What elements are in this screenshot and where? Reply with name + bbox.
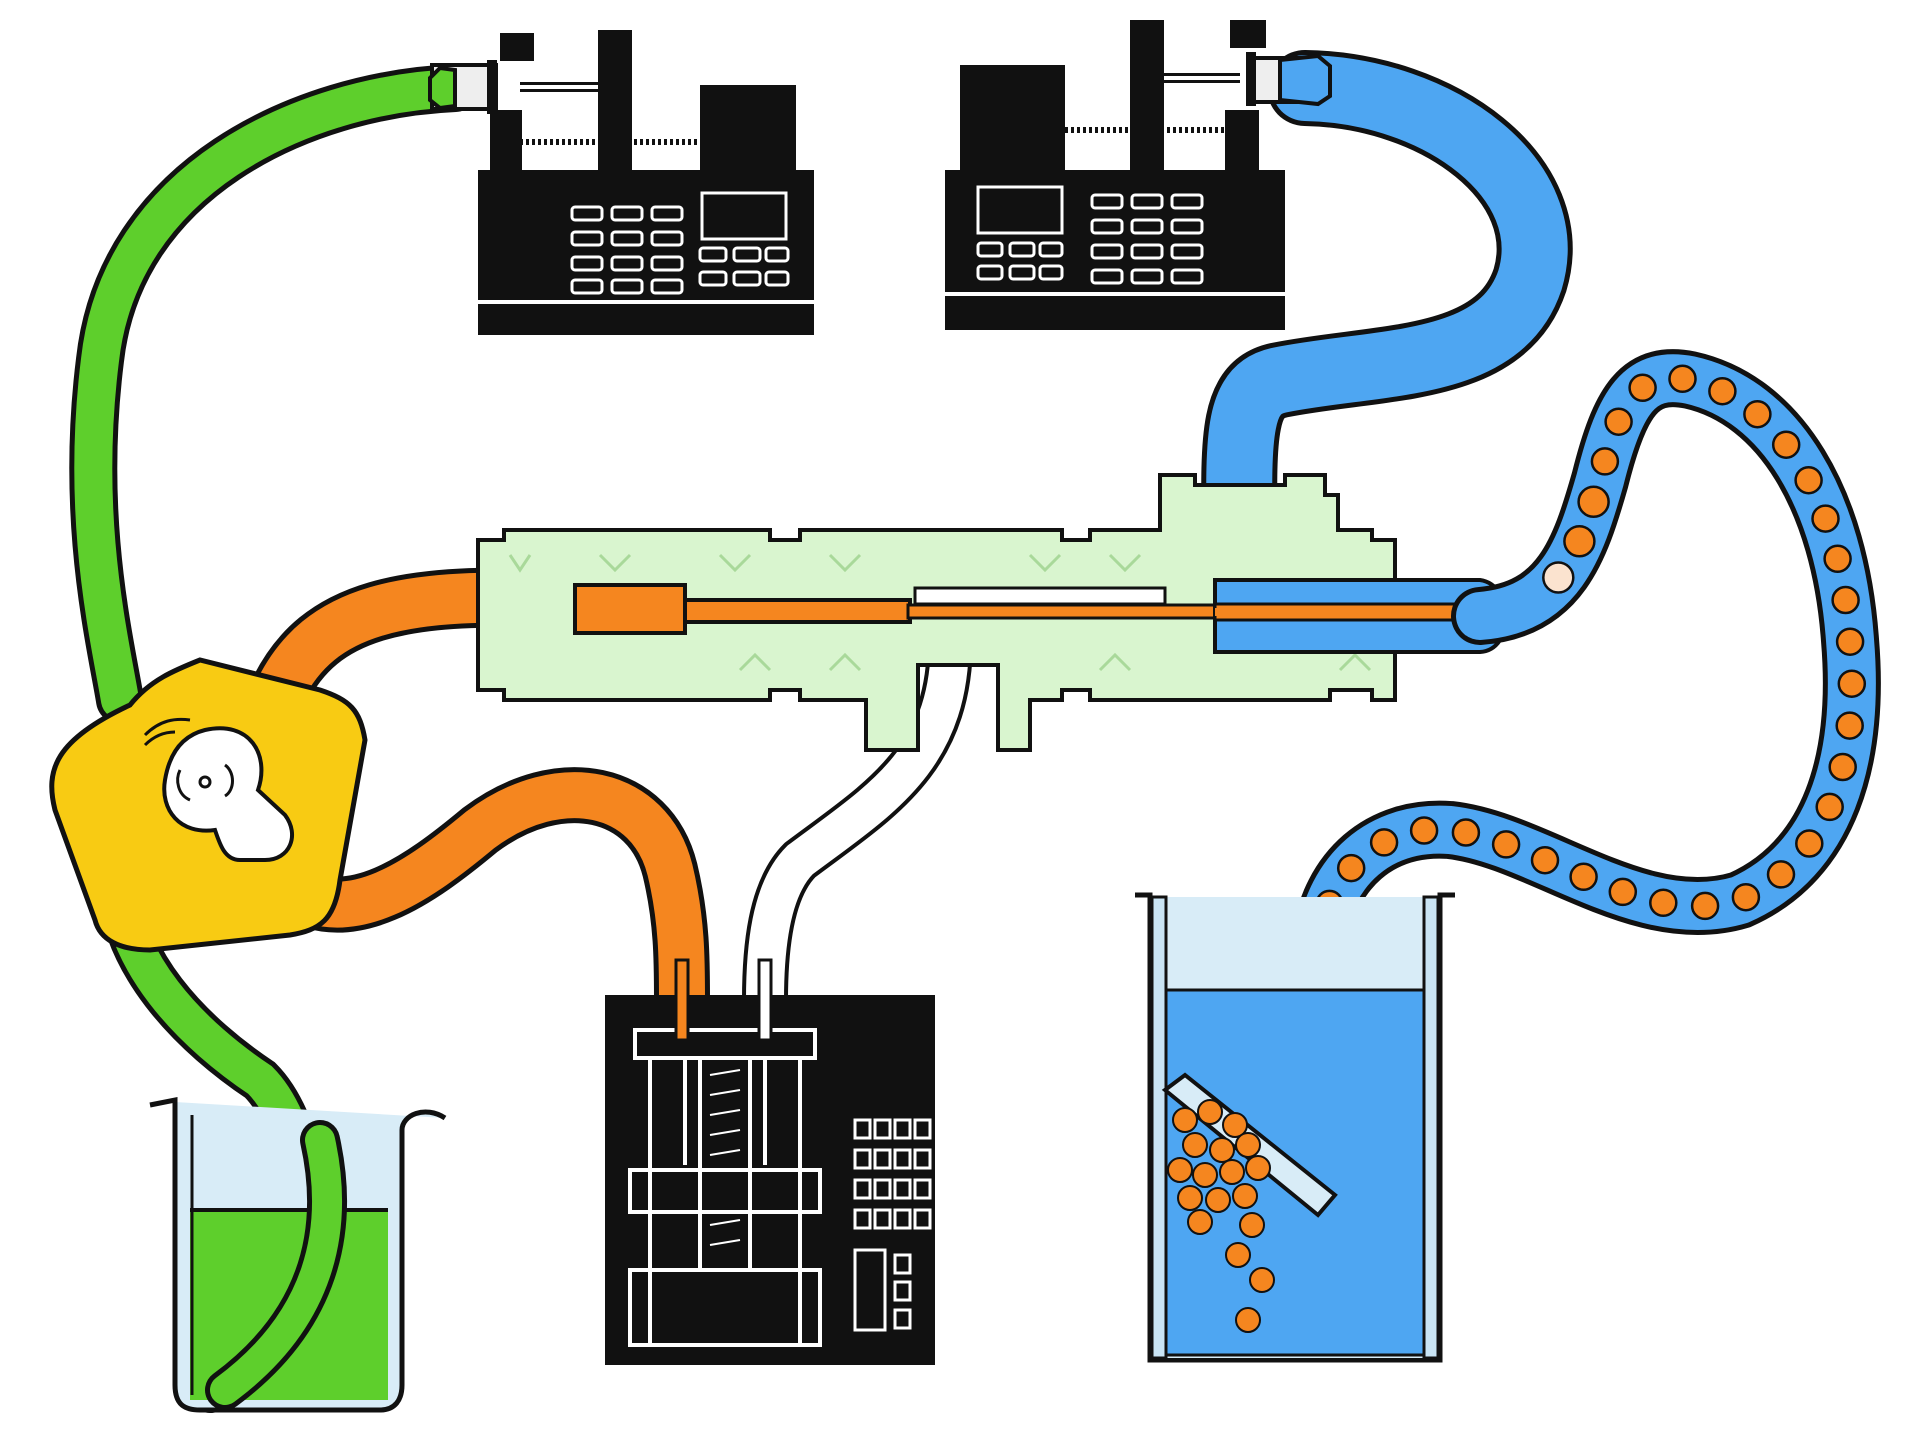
droplet-icon [1232,1183,1258,1209]
droplet-icon [1668,364,1697,394]
droplet-icon [1766,860,1796,889]
syringe-pump-right [945,20,1332,330]
blue-tubing [1201,50,1573,638]
droplet-icon [1219,1159,1245,1185]
droplet-icon [1608,877,1638,907]
syringe-icon [1246,52,1332,107]
beaker-left [149,1096,447,1413]
droplet-icon [1235,1132,1261,1158]
droplet-icon [1835,627,1865,656]
beaker-icon [149,1096,447,1413]
droplet-icon [1815,792,1844,822]
rotary-valve [49,657,368,953]
droplet-icon [1823,544,1852,574]
droplet-icon [1690,891,1720,921]
droplet-icon [1336,853,1366,883]
droplet-icon [1222,1112,1248,1138]
droplet-icon [1182,1132,1208,1158]
outlet-tubing [742,617,973,1023]
keypad-icon [570,191,790,295]
droplet-icon [1249,1267,1275,1293]
droplet-icon [1831,585,1860,615]
droplet-icon [1235,1307,1261,1333]
droplet-icon [1197,1099,1223,1125]
droplet-icon [1771,430,1801,459]
droplet-icon [1409,816,1439,845]
droplet-icon [1577,485,1610,519]
droplet-icon [1172,1107,1198,1133]
droplet-icon [1167,1157,1193,1183]
droplet-icon [1835,711,1864,740]
droplet-icon [1187,1209,1213,1235]
droplet-icon [1369,828,1399,857]
droplet-icon [1837,669,1867,698]
droplet-icon [1811,504,1840,533]
droplet-icon [1628,373,1657,403]
droplet-icon [1530,845,1560,875]
droplet-icon [1743,399,1772,429]
droplet-icon [1708,376,1737,406]
droplet-icon [1649,888,1678,918]
syringe-pump-left [428,30,814,335]
droplet-icon [1563,525,1596,558]
droplet-icon [1209,1137,1235,1163]
droplet-icon [1542,561,1575,594]
settled-droplets [1167,1099,1275,1333]
collection-beaker [1135,892,1455,1363]
droplet-icon [1239,1212,1265,1238]
droplet-icon [1491,830,1521,859]
droplet-icon [1569,862,1598,892]
syringe-icon [428,60,498,114]
droplet-icon [1205,1187,1231,1213]
droplet-icon [1795,829,1824,858]
rotary-valve-icon [143,717,295,862]
droplet-icon [1794,465,1823,495]
keypad-icon [976,185,1204,285]
droplet-icon [1177,1185,1203,1211]
linear-actuator [605,958,935,1365]
droplet-icon [1192,1162,1218,1188]
droplet-icon [1731,882,1761,912]
microfluidic-chip [476,473,1509,752]
droplet-icon [1451,818,1481,847]
droplet-icon [1604,407,1633,436]
droplet-icon [1828,752,1857,782]
droplet-icon [1245,1155,1271,1181]
keypad-icon [853,1118,932,1332]
droplet-icon [1225,1242,1251,1268]
droplet-icon [1590,447,1620,476]
